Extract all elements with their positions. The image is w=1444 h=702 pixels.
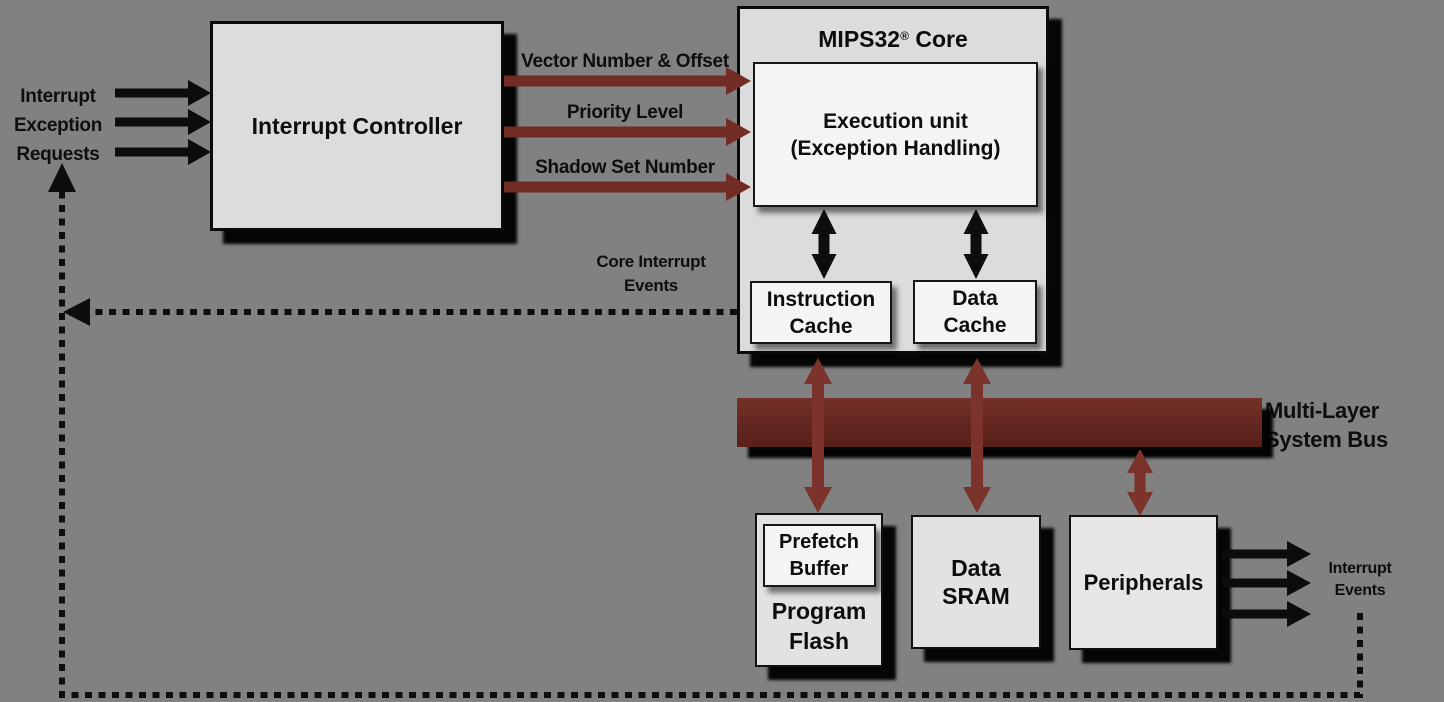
system-bus-bar [737, 398, 1262, 447]
interrupt-request-arrow-1 [115, 80, 211, 106]
interrupt-event-arrow-3 [1222, 601, 1311, 627]
interrupt-exception-requests-label: Interrupt Exception Requests [13, 86, 103, 165]
core-interrupt-events-arrowhead [63, 298, 90, 326]
interrupt-event-arrow-1 [1222, 541, 1311, 567]
interrupt-controller-block: Interrupt Controller [210, 21, 504, 231]
registered-trademark-symbol: ® [900, 29, 909, 43]
interrupt-request-arrow-2 [115, 109, 211, 135]
shadow-set-number-label: Shadow Set Number [535, 157, 715, 178]
program-flash-label: Program Flash [771, 598, 867, 654]
mips-core-title-suffix: Core [908, 26, 968, 52]
priority-level-label: Priority Level [566, 102, 684, 123]
peripherals-block: Peripherals [1069, 515, 1218, 650]
mips-core-block: MIPS32® Core Execution unit (Exception H… [737, 6, 1049, 354]
mips-core-title-name: MIPS32 [818, 26, 901, 52]
mips-core-title: MIPS32® Core [740, 26, 1046, 53]
data-sram-block: Data SRAM [911, 515, 1041, 649]
interrupt-controller-label: Interrupt Controller [251, 112, 463, 139]
core-interrupt-events-label: Core Interrupt Events [596, 252, 706, 295]
vector-number-offset-label: Vector Number & Offset [521, 51, 729, 72]
peripherals-bus-arrow [1127, 449, 1153, 516]
multi-layer-system-bus-label: Multi-Layer System Bus [1265, 398, 1388, 452]
instruction-cache-block: Instruction Cache [750, 281, 892, 344]
prefetch-buffer-block: Prefetch Buffer [762, 524, 876, 587]
interrupt-request-arrow-3 [115, 139, 211, 165]
execution-unit-block: Execution unit (Exception Handling) [753, 62, 1038, 207]
program-flash-block: Prefetch Buffer Program Flash [755, 513, 883, 667]
interrupt-event-arrow-2 [1222, 570, 1311, 596]
data-cache-block: Data Cache [913, 280, 1037, 344]
interrupt-events-label: Interrupt Events [1328, 560, 1392, 599]
